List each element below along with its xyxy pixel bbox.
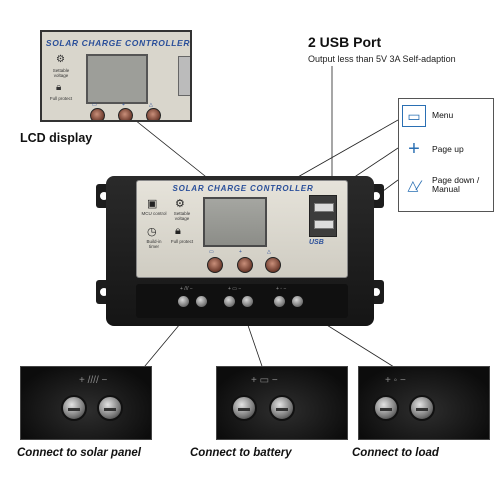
menu-button[interactable]: [207, 257, 223, 273]
lock-icon: 🔒︎: [175, 225, 181, 237]
load-symbol-icon: + ◦ −: [276, 286, 287, 292]
page-up-icon: +: [408, 138, 420, 160]
solar-terminal-hole-2: [97, 395, 123, 421]
menu-icon: ▭: [402, 105, 426, 127]
caption-battery: Connect to battery: [190, 447, 292, 459]
load-negative-terminal[interactable]: [292, 296, 303, 307]
closeup-solar-terminals: + //// −: [20, 366, 152, 440]
closeup-battery-terminals: + ▭ −: [216, 366, 348, 440]
usb-port-2[interactable]: [314, 220, 334, 229]
solar-symbol-icon: + /// −: [180, 286, 193, 292]
usb-logo-text: USB: [309, 239, 324, 246]
legend-page-up-label: Page up: [432, 144, 464, 154]
usb-port-title: 2 USB Port: [308, 34, 382, 50]
load-positive-terminal[interactable]: [274, 296, 285, 307]
solar-terminal-hole-1: [61, 395, 87, 421]
battery-symbol-icon: + ▭ −: [251, 375, 278, 386]
front-panel: SOLAR CHARGE CONTROLLER ▣ MCU control ⚙ …: [136, 180, 348, 278]
solar-positive-terminal[interactable]: [178, 296, 189, 307]
inset-menu-knob: [90, 108, 105, 120]
battery-symbol-icon: + ▭ −: [228, 286, 242, 292]
solar-charge-controller: SOLAR CHARGE CONTROLLER ▣ MCU control ⚙ …: [96, 170, 384, 330]
caption-solar-panel: Connect to solar panel: [17, 447, 141, 459]
terminal-block: + /// − + ▭ − + ◦ −: [136, 284, 348, 318]
load-terminal-hole-1: [373, 395, 399, 421]
battery-terminal-hole-2: [269, 395, 295, 421]
battery-terminal-hole-1: [231, 395, 257, 421]
usb-port-subtitle: Output less than 5V 3A Self-adaption: [308, 54, 456, 64]
page-down-button[interactable]: [265, 257, 281, 273]
inset-brand-text: SOLAR CHARGE CONTROLLER: [45, 38, 191, 48]
usb-port-1[interactable]: [314, 203, 334, 212]
solar-negative-terminal[interactable]: [196, 296, 207, 307]
inset-page-down-icon: △: [149, 102, 153, 108]
legend-page-down-label: Page down / Manual: [432, 175, 480, 194]
inset-page-up-knob: [118, 108, 133, 120]
page-up-button[interactable]: [237, 257, 253, 273]
load-symbol-icon: + ◦ −: [385, 375, 406, 386]
inset-page-down-knob: [146, 108, 161, 120]
inset-page-up-icon: +: [122, 102, 125, 108]
legend-menu-label: Menu: [432, 110, 454, 120]
full-protect-label: Full protect: [170, 239, 194, 244]
solar-symbol-icon: + //// −: [79, 375, 108, 386]
zoom-inset-panel: SOLAR CHARGE CONTROLLER ⚙ Settable volta…: [40, 30, 192, 122]
menu-glyph-icon: ▭: [209, 249, 214, 255]
inset-settable-voltage-label: Settable voltage: [52, 68, 70, 78]
inset-menu-icon: ▭: [92, 102, 97, 108]
legend-row-page-down: △⁄ Page down / Manual: [402, 171, 492, 201]
inset-usb-port-icon: [178, 56, 190, 96]
usb-port-icon[interactable]: [309, 195, 337, 237]
battery-positive-terminal[interactable]: [224, 296, 235, 307]
timer-label: Build-in timer: [146, 239, 162, 249]
page-down-glyph-icon: △: [267, 249, 271, 255]
inset-full-protect-label: Full protect: [49, 96, 73, 101]
gear-icon: ⚙: [175, 198, 185, 210]
gear-icon: ⚙: [56, 54, 65, 65]
lcd-screen: [203, 197, 267, 247]
lcd-display-label: LCD display: [20, 131, 93, 145]
caption-load: Connect to load: [352, 447, 439, 459]
battery-negative-terminal[interactable]: [242, 296, 253, 307]
load-terminal-hole-2: [409, 395, 435, 421]
controller-brand-text: SOLAR CHARGE CONTROLLER: [172, 184, 314, 193]
mcu-label: MCU control: [141, 211, 167, 216]
settable-voltage-label: Settable voltage: [173, 211, 191, 221]
lock-icon: 🔒︎: [56, 82, 62, 93]
page-up-glyph-icon: +: [239, 249, 242, 255]
inset-lcd-screen: [86, 54, 148, 104]
legend-row-menu: ▭ Menu: [402, 101, 492, 131]
page-down-icon: △⁄: [407, 177, 421, 193]
closeup-load-terminals: + ◦ −: [358, 366, 490, 440]
clock-icon: ◷: [147, 226, 157, 238]
button-legend: ▭ Menu + Page up △⁄ Page down / Manual: [398, 98, 494, 212]
legend-row-page-up: + Page up: [402, 135, 492, 165]
mcu-icon: ▣: [147, 198, 158, 210]
